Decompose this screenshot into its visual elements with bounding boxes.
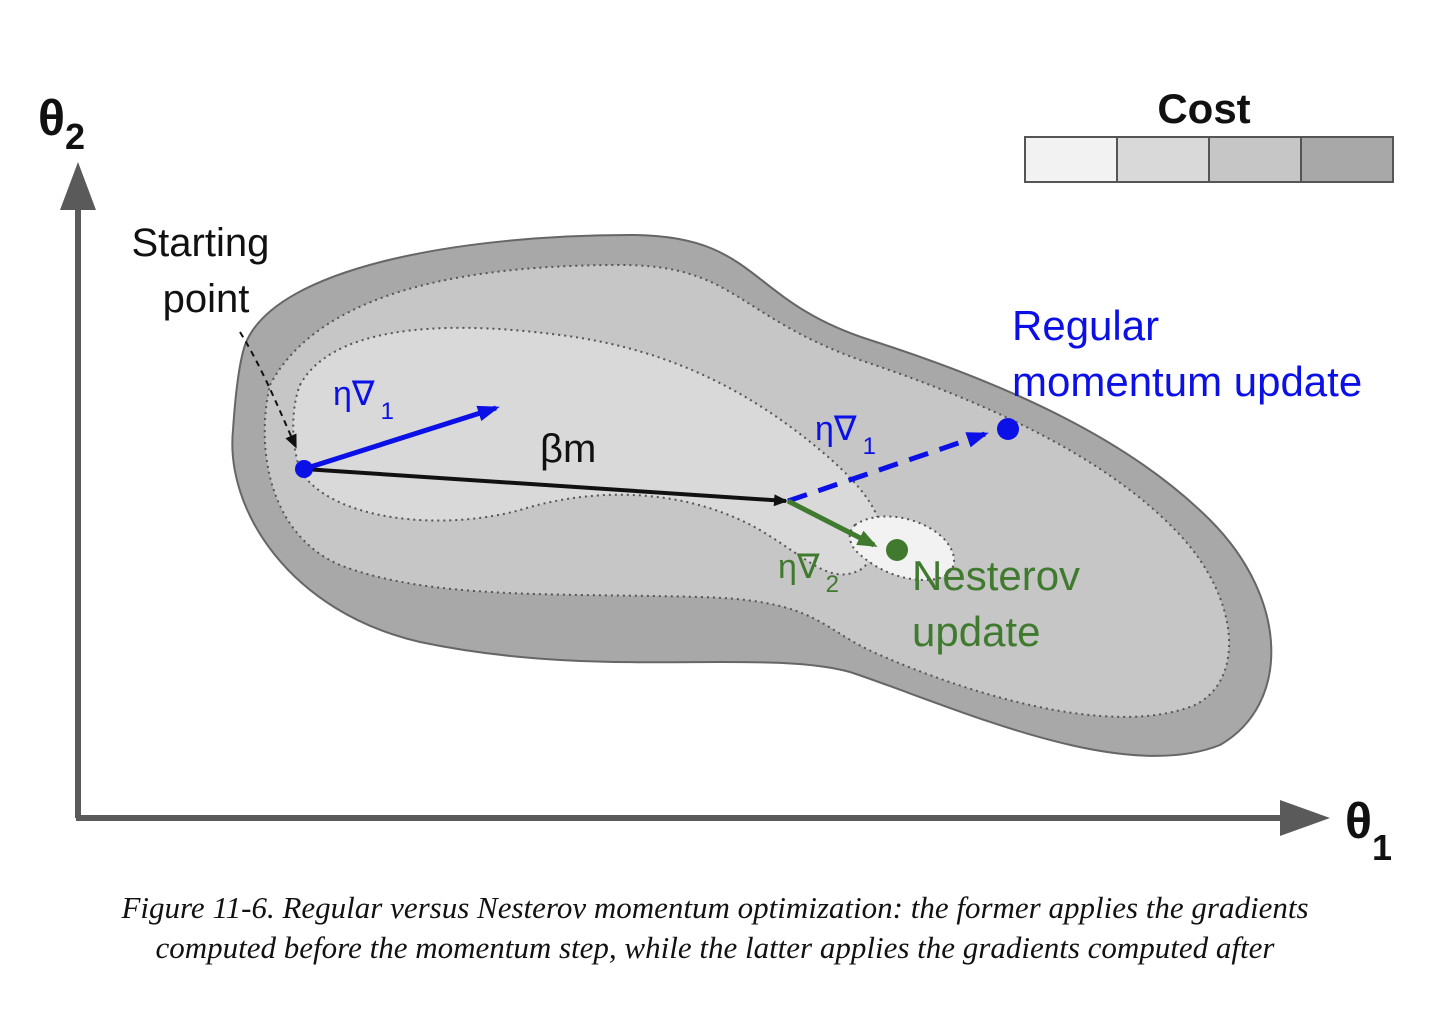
nesterov-update-line1: Nesterov [912,552,1080,599]
nesterov-update-arrow [786,498,878,548]
cost-legend: Cost [1024,85,1394,183]
x-axis-arrowhead [1280,800,1330,836]
momentum-label: βm [540,427,596,471]
nesterov-update-line2: update [912,608,1040,655]
y-axis-label: θ2 [38,90,85,157]
momentum-arrow [303,467,788,507]
cost-region-inner [292,326,882,576]
axes [60,162,1330,836]
starting-point-label: Starting point [132,221,281,321]
x-axis-label: θ1 [1345,793,1392,868]
gradient-1-arrow-start [303,405,500,472]
regular-update-label: Regular momentum update [1012,302,1362,405]
starting-point-marker [295,460,313,478]
regular-update-line1: Regular [1012,302,1159,349]
starting-point-line2: point [163,277,250,321]
figure-caption-line1: Figure 11-6. Regular versus Nesterov mom… [121,890,1309,925]
cost-legend-title: Cost [1157,85,1250,132]
starting-point-pointer [239,331,297,449]
starting-point-line1: Starting [132,221,270,265]
figure-caption: Figure 11-6. Regular versus Nesterov mom… [0,888,1430,968]
nesterov-update-point [886,539,908,561]
regular-update-line2: momentum update [1012,358,1362,405]
cost-legend-swatch-3 [1208,136,1302,183]
regular-update-point [997,418,1019,440]
cost-legend-swatch-2 [1116,136,1210,183]
gradient-1-label-start: η∇1 [333,375,394,425]
nesterov-update-label: Nesterov update [912,552,1092,655]
cost-legend-swatch-1 [1024,136,1118,183]
regular-update-arrow [787,431,989,504]
gradient-1-label-regular: η∇1 [815,410,876,460]
gradient-2-label: η∇2 [778,548,839,598]
y-axis-arrowhead [60,162,96,210]
cost-legend-swatch-4 [1300,136,1394,183]
figure-caption-line2: computed before the momentum step, while… [155,930,1275,965]
